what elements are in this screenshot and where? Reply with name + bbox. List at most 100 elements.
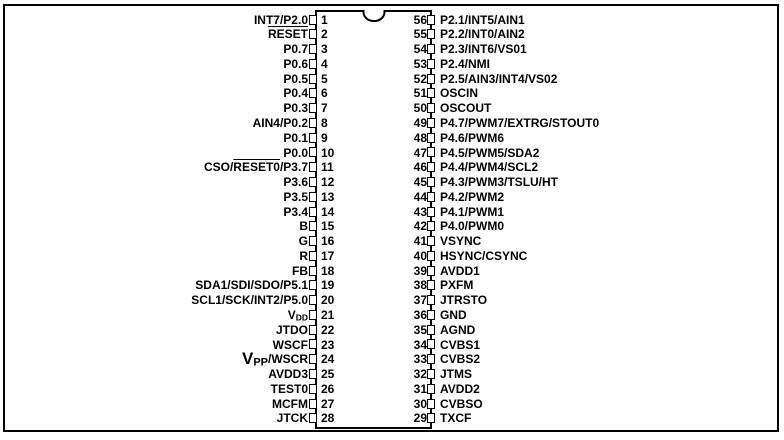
pin-number: 26 — [321, 381, 335, 396]
pin-box — [309, 265, 317, 276]
pin-box — [309, 280, 317, 291]
pin-label: P0.5 — [283, 71, 308, 86]
pin-box — [309, 354, 317, 365]
pin-box — [427, 398, 435, 409]
pin-label: PXFM — [440, 278, 474, 293]
pin-box — [309, 413, 317, 424]
pin-label: P4.5/PWM5/SDA2 — [440, 145, 540, 160]
pin-box — [309, 44, 317, 55]
pin-box — [427, 354, 435, 365]
pin-label: HSYNC/CSYNC — [440, 248, 528, 263]
pin-box — [427, 206, 435, 217]
pin-number: 10 — [321, 145, 335, 160]
pin-box — [309, 14, 317, 25]
pin-label: P3.4 — [283, 204, 308, 219]
pin-label: JTDO — [275, 322, 308, 337]
pin-box — [427, 103, 435, 114]
pin-number: 1 — [321, 12, 328, 27]
pin-label: P2.2/INT0/AIN2 — [440, 27, 525, 42]
pin-label: P2.5/AIN3/INT4/VS02 — [440, 71, 558, 86]
pin-label: P0.6 — [283, 56, 308, 71]
pin-label: AIN4/P0.2 — [252, 115, 308, 130]
pin-label: JTMS — [440, 367, 473, 382]
pin-label: JTCK — [276, 411, 308, 426]
pin-box — [309, 221, 317, 232]
pin-label: SCL1/SCK/INT2/P5.0 — [191, 293, 308, 308]
pin-number: 4 — [321, 56, 328, 71]
pin-label-segment: DD — [295, 312, 308, 323]
pin-label: SDA1/SDI/SDO/P5.1 — [195, 278, 308, 293]
pin-box — [309, 176, 317, 187]
pin-number: 30 — [413, 396, 427, 411]
pin-number: 53 — [413, 56, 427, 71]
pin-label: VSYNC — [440, 234, 482, 249]
pin-box — [427, 88, 435, 99]
pin-label: P0.1 — [283, 130, 308, 145]
pin-number: 28 — [321, 411, 335, 426]
pin-box — [309, 73, 317, 84]
pin-number: 37 — [413, 293, 427, 308]
pin-label: P4.7/PWM7/EXTRG/STOUT0 — [440, 115, 600, 130]
pin-label: P0.0 — [283, 145, 308, 160]
pin-label-segment: CSO/ — [203, 160, 234, 175]
pin-number: 15 — [321, 219, 335, 234]
pin-number: 33 — [413, 352, 427, 367]
pin-number: 54 — [413, 42, 427, 57]
pin-box — [427, 280, 435, 291]
pin-label: CVBS2 — [440, 352, 481, 367]
pin-box — [427, 309, 435, 320]
pin-label: R — [299, 248, 308, 263]
pin-box — [309, 58, 317, 69]
pin-label: P0.3 — [283, 101, 308, 116]
pin-label: P3.6 — [283, 175, 308, 190]
pin-number: 48 — [413, 130, 427, 145]
pin-box — [427, 29, 435, 40]
pin-number: 35 — [413, 322, 427, 337]
pin-box — [309, 162, 317, 173]
pin-number: 38 — [413, 278, 427, 293]
pin-number: 17 — [321, 248, 335, 263]
pin-label: G — [298, 234, 308, 249]
pin-box — [309, 339, 317, 350]
pin-number: 11 — [321, 160, 334, 175]
pin-label: WSCF — [272, 337, 308, 352]
pin-box — [427, 265, 435, 276]
pin-number: 46 — [413, 160, 427, 175]
pin-box — [309, 206, 317, 217]
pin-number: 7 — [321, 101, 328, 116]
pin-box — [427, 383, 435, 394]
pin-number: 40 — [413, 248, 427, 263]
pin-label: TEST0 — [270, 381, 308, 396]
pin-number: 2 — [321, 27, 328, 42]
pin-number: 36 — [413, 308, 427, 322]
pin-number: 12 — [321, 175, 335, 190]
pin-box — [309, 117, 317, 128]
pin-number: 6 — [321, 86, 328, 101]
pin-label: P4.4/PWM4/SCL2 — [440, 160, 539, 175]
pin-box — [309, 147, 317, 158]
pin-label: AVDD3 — [268, 367, 308, 382]
pin-number: 22 — [321, 322, 335, 337]
pin-label: P0.7 — [283, 42, 308, 57]
pin-label: B — [299, 219, 308, 234]
pin-label-segment: RESET — [267, 27, 308, 42]
pin-label: RESET — [0, 27, 308, 42]
pin-number: 42 — [413, 219, 427, 234]
chip-body — [315, 10, 432, 429]
pin-label: AGND — [440, 322, 476, 337]
pin-label: P4.3/PWM3/TSLU/HT — [440, 175, 559, 190]
pin-number: 32 — [413, 367, 427, 382]
pin-label: AVDD2 — [440, 381, 480, 396]
pin-label: FB — [292, 263, 308, 278]
pin-label: VDD — [0, 308, 308, 323]
pin-label: P4.6/PWM6 — [440, 130, 505, 145]
pin-number: 47 — [413, 145, 427, 160]
pin-number: 18 — [321, 263, 335, 278]
pin-number: 13 — [321, 189, 335, 204]
pin-number: 21 — [321, 308, 335, 322]
pin-number: 34 — [413, 337, 427, 352]
pin-label: JTRSTO — [440, 293, 488, 308]
pin-box — [309, 250, 317, 261]
pin-box — [427, 44, 435, 55]
pin-box — [309, 368, 317, 379]
